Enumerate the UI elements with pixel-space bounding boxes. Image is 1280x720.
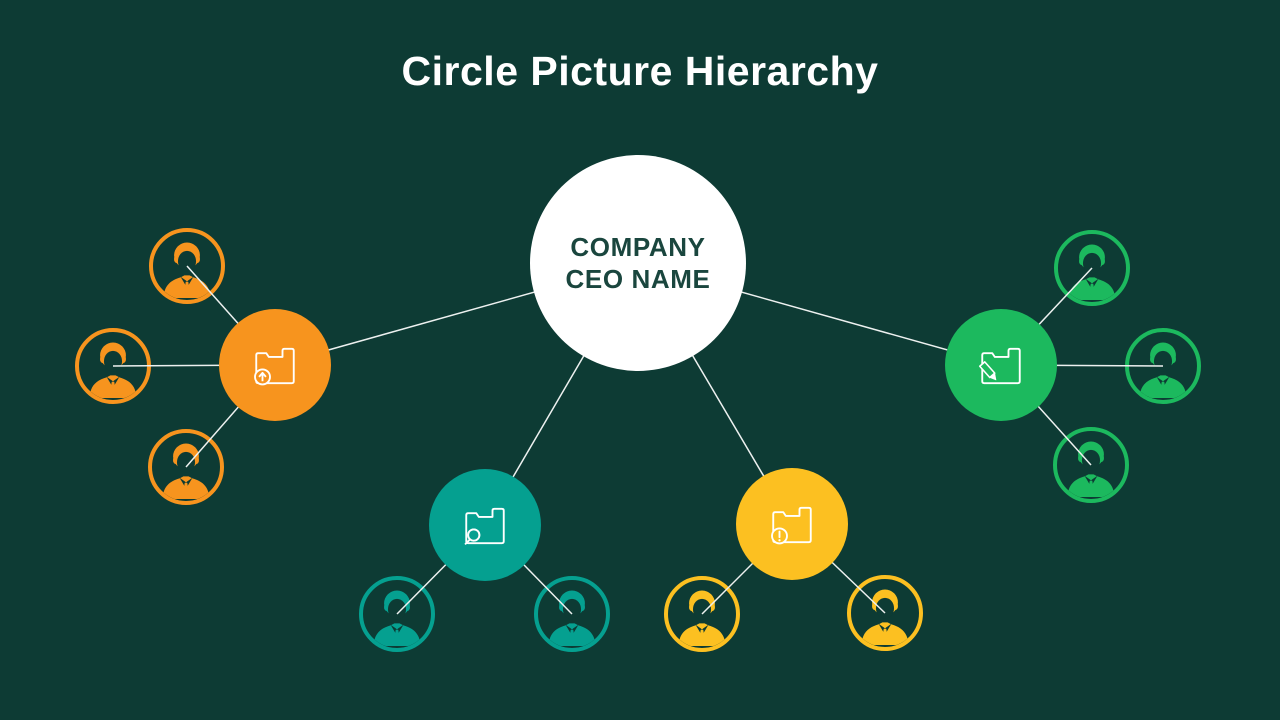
employee-avatar <box>149 228 225 304</box>
folder-search-icon <box>464 495 515 545</box>
employee-avatar <box>1053 427 1129 503</box>
branch-node-right <box>945 309 1057 421</box>
ceo-name-line1: COMPANY <box>570 232 706 262</box>
employee-avatar <box>148 429 224 505</box>
folder-alert-icon <box>771 494 822 545</box>
folder-edit-icon <box>978 335 1031 395</box>
branch-node-bottom-left <box>429 469 541 581</box>
employee-avatar <box>847 575 923 651</box>
employee-avatar <box>1054 230 1130 306</box>
ceo-node: COMPANY CEO NAME <box>530 155 746 371</box>
ceo-name-line2: CEO NAME <box>565 264 711 294</box>
employee-avatar <box>359 576 435 652</box>
employee-avatar <box>664 576 740 652</box>
branch-node-bottom-right <box>736 468 848 580</box>
employee-avatar <box>534 576 610 652</box>
branch-node-left <box>219 309 331 421</box>
folder-upload-icon <box>254 335 305 386</box>
slide-title: Circle Picture Hierarchy <box>401 48 879 94</box>
